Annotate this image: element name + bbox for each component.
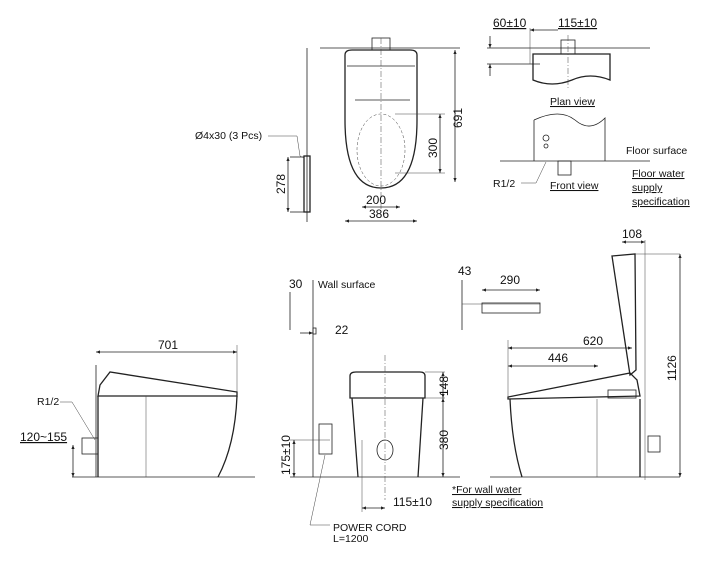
power-cord-label: POWER CORD [333, 522, 407, 534]
spec-line-3: specification [632, 196, 690, 208]
dim-620: 620 [583, 334, 603, 348]
dim-300: 300 [426, 138, 440, 158]
dim-30: 30 [289, 277, 303, 291]
r12-label: R1/2 [493, 178, 515, 190]
wall-supply-note-2: supply specification [452, 497, 543, 509]
dim-290: 290 [500, 273, 520, 287]
dim-22: 22 [335, 323, 349, 337]
wall-surface-label: Wall surface [318, 279, 376, 291]
dim-200: 200 [366, 193, 386, 207]
screw-label: Ø4x30 (3 Pcs) [195, 130, 262, 142]
floor-surface-label: Floor surface [626, 145, 687, 157]
dim-380: 380 [437, 430, 451, 450]
dim-115-10-front: 115±10 [393, 495, 432, 509]
dim-43: 43 [458, 264, 472, 278]
dim-1126: 1126 [665, 355, 679, 381]
r12-side-label: R1/2 [37, 396, 59, 408]
top-view: 691 300 200 386 278 Ø4x30 (3 Pcs) [195, 37, 465, 223]
spec-line-2: supply [632, 182, 663, 194]
dim-386: 386 [369, 207, 389, 221]
front-view-label: Front view [550, 180, 599, 192]
spec-line-1: Floor water [632, 168, 685, 180]
dim-120-155: 120~155 [20, 430, 67, 444]
front-view: 30 Wall surface 22 148 380 175±10 115±10… [279, 277, 543, 545]
dim-148: 148 [437, 376, 451, 396]
dim-175-10: 175±10 [279, 435, 293, 475]
plan-view-label: Plan view [550, 96, 595, 108]
wall-supply-note-1: *For wall water [452, 484, 522, 496]
dim-701: 701 [158, 338, 178, 352]
dim-446: 446 [548, 351, 568, 365]
side-view: 701 R1/2 120~155 [20, 338, 255, 478]
cord-length-label: L=1200 [333, 533, 368, 545]
dim-691: 691 [451, 108, 465, 128]
dim-60-10: 60±10 [493, 16, 527, 30]
right-side-view: 43 290 108 620 446 1126 [458, 227, 682, 480]
dim-108: 108 [622, 227, 642, 241]
dim-278: 278 [274, 174, 288, 194]
water-supply-detail: 60±10 115±10 Plan view Floor surface R1/… [487, 16, 690, 208]
dim-115-10: 115±10 [558, 16, 597, 30]
